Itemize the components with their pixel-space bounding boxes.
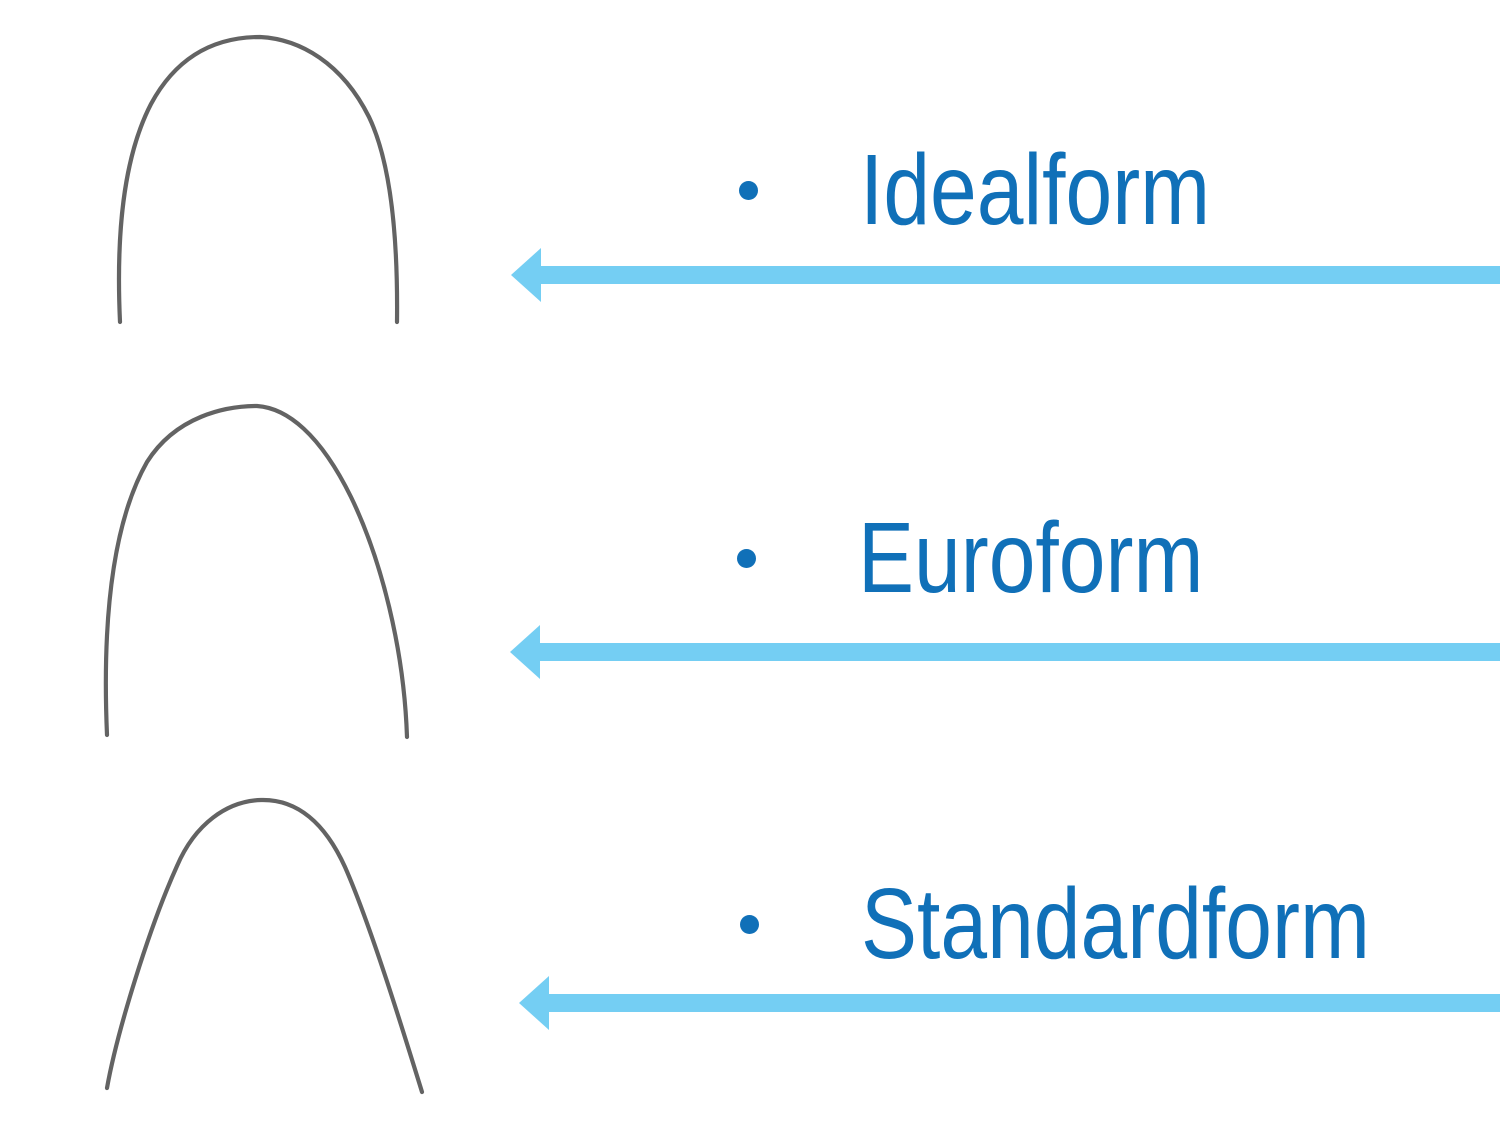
list-item-euroform: Euroform <box>737 498 1269 618</box>
arrow-shaft <box>539 643 1500 661</box>
bullet-dot-icon <box>740 914 759 934</box>
arrowhead-icon <box>519 976 549 1030</box>
arrowhead-icon <box>511 248 541 302</box>
idealform-label: Idealform <box>860 134 1211 246</box>
idealform-wire-path <box>116 34 400 325</box>
euroform-wire-path <box>103 403 410 740</box>
euroform-archwire-image <box>103 403 410 740</box>
standardform-wire-path <box>104 797 425 1095</box>
arrow-shaft <box>548 994 1500 1012</box>
euroform-label: Euroform <box>858 502 1204 614</box>
list-item-idealform: Idealform <box>739 130 1277 250</box>
bullet-dot-icon <box>739 180 758 200</box>
bullet-dot-icon <box>737 548 756 568</box>
arrow-shaft <box>540 266 1500 284</box>
standardform-archwire-image <box>104 797 425 1095</box>
idealform-archwire-image <box>116 34 400 325</box>
standardform-label: Standardform <box>861 868 1370 980</box>
arrowhead-icon <box>510 625 540 679</box>
list-item-standardform: Standardform <box>740 864 1467 984</box>
